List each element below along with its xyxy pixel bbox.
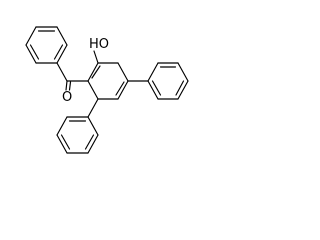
- right-phenyl-ring: [127, 62, 189, 100]
- carbonyl-oxygen-label: O: [62, 90, 72, 105]
- benzoyl-phenyl-ring: [25, 26, 68, 64]
- chemical-structure: HO O: [25, 26, 189, 154]
- structure-canvas: HO O: [25, 26, 189, 154]
- hydroxyl-label: HO: [89, 37, 109, 52]
- cyclohexadiene-ring: [87, 50, 129, 100]
- bottom-phenyl-ring: [56, 98, 99, 154]
- carbonyl-group: [56, 62, 89, 91]
